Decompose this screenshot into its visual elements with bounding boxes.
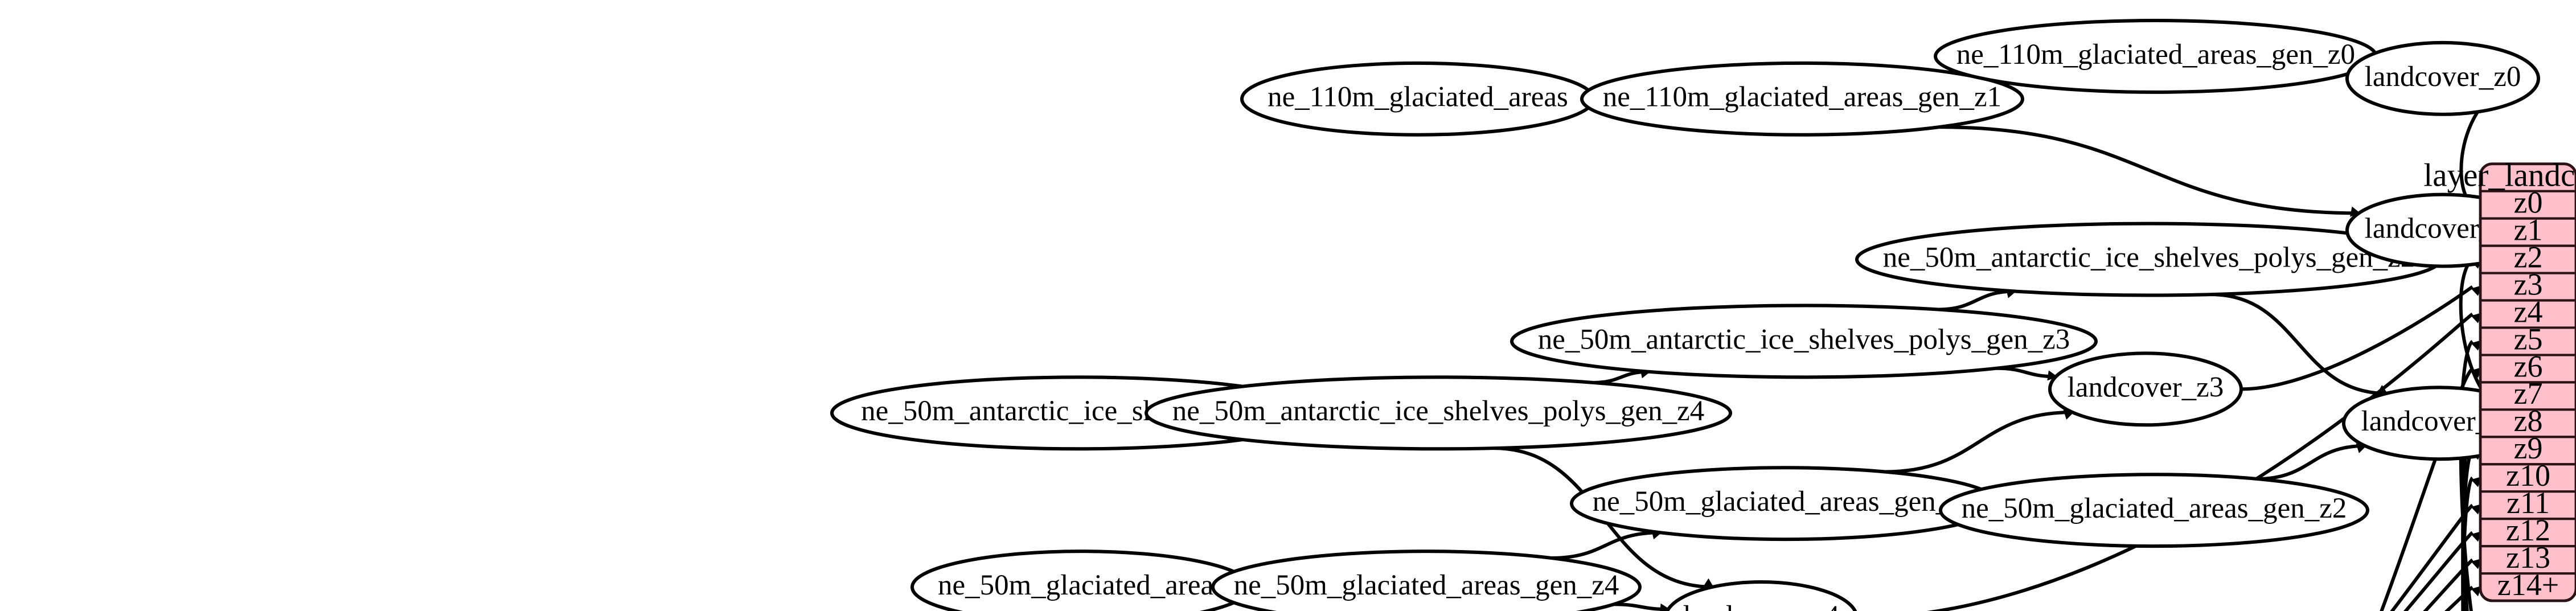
graph-node-ne_50m_glaciated_areas_gen_z4[interactable]: ne_50m_glaciated_areas_gen_z4: [1211, 550, 1642, 611]
layer-table-row-z10[interactable]: z10: [2506, 458, 2550, 493]
graph-node-ne_50m_antarctic_ice_shelves_polys_gen_z3[interactable]: ne_50m_antarctic_ice_shelves_polys_gen_z…: [1510, 304, 2098, 379]
graph-node-ne_50m_glaciated_areas_gen_z3[interactable]: ne_50m_glaciated_areas_gen_z3: [1570, 466, 2000, 542]
node-label: ne_50m_antarctic_ice_shelves_polys_gen_z…: [1883, 241, 2415, 273]
node-label: ne_110m_glaciated_areas_gen_z0: [1956, 39, 2355, 71]
node-label: ne_50m_antarctic_ice_shelves_polys_gen_z…: [1172, 395, 1705, 427]
layer-table-row-z13[interactable]: z13: [2506, 540, 2550, 575]
layer-table-row-z9[interactable]: z9: [2514, 431, 2543, 465]
node-ellipse: [1145, 375, 1732, 451]
layer-table-row-z7[interactable]: z7: [2514, 376, 2543, 411]
layer-table-row-z5[interactable]: z5: [2514, 322, 2543, 356]
edge-path: [1939, 125, 2359, 215]
layer-table-row-z8[interactable]: z8: [2514, 404, 2543, 438]
edge-path: [2241, 285, 2474, 391]
node-label: landcover_z0: [2365, 61, 2521, 93]
edge-path: [2403, 531, 2474, 611]
layer-table-row-z14+[interactable]: z14+: [2497, 568, 2559, 602]
node-label: ne_50m_glaciated_areas_gen_z2: [1962, 493, 2347, 524]
node-ellipse: [1939, 473, 2369, 548]
graph-node-landcover_z3[interactable]: landcover_z3: [2048, 351, 2243, 427]
layer-table-title: layer_landcover: [2423, 157, 2576, 193]
edge-path: [2461, 449, 2474, 611]
graph-node-ne_50m_antarctic_ice_shelves_polys_gen_z4[interactable]: ne_50m_antarctic_ice_shelves_polys_gen_z…: [1145, 375, 1732, 451]
edge-path: [2461, 421, 2474, 611]
edge-arrowhead: [2047, 370, 2058, 381]
node-label: landcover_z4: [1683, 600, 1840, 611]
node-ellipse: [2048, 351, 2243, 427]
edge-path: [2390, 503, 2474, 611]
layer-landcover-table: layer_landcoverz0z1z2z3z4z5z6z7z8z9z10z1…: [2423, 157, 2576, 602]
edge-path: [1551, 531, 1660, 560]
graph-edge: [1551, 529, 1663, 560]
node-ellipse: [1510, 304, 2098, 379]
edge-arrowhead: [2471, 585, 2482, 597]
graph-node-landcover_z4[interactable]: landcover_z4: [1665, 580, 1857, 611]
nodes-layer: imposm3osm_landcover_polygonsimplify_vw_…: [830, 18, 2540, 611]
node-label: ne_50m_glaciated_areas_gen_z4: [1234, 569, 1619, 601]
node-label: ne_50m_antarctic_ice_shelves_polys_gen_z…: [1538, 323, 2070, 355]
node-label: ne_110m_glaciated_areas: [1268, 81, 1568, 113]
graph-node-ne_110m_glaciated_areas_gen_z0[interactable]: ne_110m_glaciated_areas_gen_z0: [1934, 18, 2378, 94]
layer-table-row-z12[interactable]: z12: [2506, 513, 2550, 547]
graph-node-ne_50m_glaciated_areas[interactable]: ne_50m_glaciated_areas: [910, 550, 1252, 611]
edge-path: [1996, 366, 2056, 379]
graph-edge: [1996, 366, 2058, 381]
layer-table-row-z4[interactable]: z4: [2514, 294, 2543, 329]
graph-edge: [1614, 602, 1671, 611]
layer-table-row-z3[interactable]: z3: [2514, 267, 2543, 301]
node-label: landcover_z3: [2068, 371, 2224, 403]
edge-path: [1926, 313, 2474, 611]
node-ellipse: [1665, 580, 1857, 611]
graph-edge: [2257, 443, 2367, 481]
edge-path: [1938, 289, 2015, 311]
node-ellipse: [2345, 40, 2540, 116]
layer-table-row-z1[interactable]: z1: [2514, 213, 2543, 247]
edge-path: [1593, 370, 1649, 384]
layer-table-row-z6[interactable]: z6: [2514, 349, 2543, 383]
graph-edge: [1885, 409, 2074, 474]
node-ellipse: [1211, 550, 1642, 611]
node-ellipse: [1580, 61, 2024, 137]
graph-edge: [1939, 125, 2361, 217]
graph-node-ne_50m_glaciated_areas_gen_z2[interactable]: ne_50m_glaciated_areas_gen_z2: [1939, 473, 2369, 548]
edge-path: [2257, 444, 2365, 481]
layer-table-row-z2[interactable]: z2: [2514, 240, 2543, 274]
edge-path: [2211, 293, 2387, 395]
edge-path: [1885, 411, 2073, 474]
node-label: ne_50m_glaciated_areas: [938, 569, 1225, 601]
node-label: ne_50m_glaciated_areas_gen_z3: [1593, 486, 1978, 518]
graph-node-ne_110m_glaciated_areas_gen_z1[interactable]: ne_110m_glaciated_areas_gen_z1: [1580, 61, 2024, 137]
layer-table-row-z0[interactable]: z0: [2514, 186, 2543, 220]
graph-node-ne_50m_antarctic_ice_shelves_polys_gen_z2[interactable]: ne_50m_antarctic_ice_shelves_polys_gen_z…: [1855, 222, 2443, 297]
node-label: ne_110m_glaciated_areas_gen_z1: [1603, 81, 2001, 113]
graph-node-landcover_z0[interactable]: landcover_z0: [2345, 40, 2540, 116]
graph-node-ne_110m_glaciated_areas[interactable]: ne_110m_glaciated_areas: [1240, 61, 1595, 137]
graph-edge: [2444, 585, 2482, 611]
layer-table-row-z11[interactable]: z11: [2507, 486, 2550, 520]
edge-path: [1614, 602, 1668, 611]
